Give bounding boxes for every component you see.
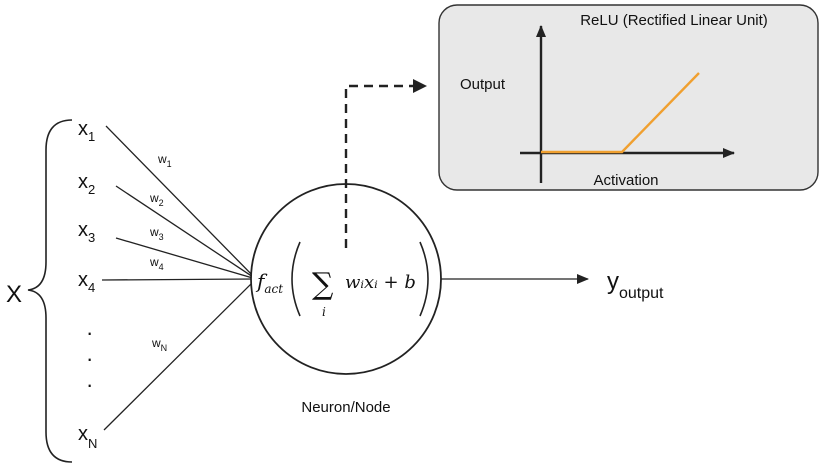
weight-w3: w3: [149, 225, 164, 242]
input-dot-1: ·: [86, 320, 93, 345]
input-x3: x3: [78, 219, 95, 245]
relu-curve: [541, 72, 700, 154]
formula-right-paren: [419, 241, 429, 317]
formula-sum: ∑: [312, 267, 334, 302]
dashed-connector: [344, 84, 415, 248]
dashed-connector-arrowhead: [413, 79, 427, 93]
formula-term: wᵢxᵢ + b: [345, 272, 416, 293]
weight-w2: w2: [149, 191, 164, 208]
weight-w4: w4: [149, 255, 164, 272]
output-label: youtput: [607, 268, 664, 302]
formula-left-paren: [291, 241, 301, 317]
relu-y-label: Output: [460, 76, 506, 93]
input-x2: x2: [78, 171, 95, 197]
connection-line-3: [115, 237, 257, 280]
connection-line-2: [115, 185, 257, 280]
input-brace: [27, 119, 73, 463]
input-x1: x1: [78, 118, 95, 144]
relu-title: ReLU (Rectified Linear Unit): [580, 12, 768, 29]
input-xN: xN: [78, 423, 97, 451]
connection-line-N: [103, 278, 257, 431]
neuron-label: Neuron/Node: [301, 399, 390, 416]
relu-panel: [438, 4, 819, 191]
input-vector-label: X: [6, 281, 22, 308]
connection-line-4: [101, 278, 257, 281]
input-dot-3: ·: [86, 372, 93, 397]
input-dot-2: ·: [86, 346, 93, 371]
relu-x-label: Activation: [593, 172, 658, 189]
weight-w1: w1: [157, 152, 172, 169]
connection-line-1: [105, 125, 257, 280]
weight-wN: wN: [151, 336, 167, 353]
input-x4: x4: [78, 269, 95, 295]
formula-sum-index: i: [322, 305, 326, 319]
